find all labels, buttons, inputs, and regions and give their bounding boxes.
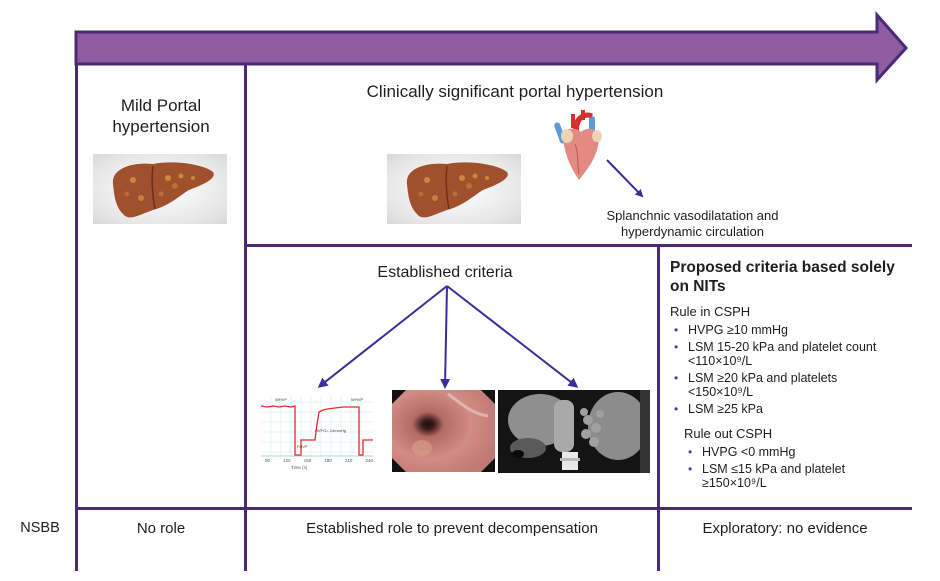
rule-in-list: HVPG ≥10 mmHg LSM 15-20 kPa and platelet…	[670, 323, 910, 416]
rule-in-item: LSM ≥20 kPa and platelets <150×10⁹/L	[670, 371, 898, 399]
cs-liver-image	[387, 154, 521, 224]
arrow-to-ct	[446, 285, 579, 388]
mild-title-line1: Mild Portal	[120, 96, 202, 115]
proposed-title: Proposed criteria based solely on NITs	[670, 258, 910, 296]
nsbb-established-cell: Established role to prevent decompensati…	[306, 520, 598, 537]
grid-line-nsbb-top	[75, 507, 912, 510]
tracing-label-wedged: WHVP	[275, 397, 287, 402]
tracing-tick: 180	[324, 458, 332, 463]
cs-caption-line2: hyperdynamic circulation	[620, 224, 765, 239]
progression-arrow-icon	[74, 11, 909, 84]
mild-title: Mild Portal hypertension	[78, 95, 244, 137]
tracing-label-free: FHVP	[297, 444, 308, 449]
ct-scan-image	[498, 390, 650, 473]
rule-out-item: HVPG <0 mmHg	[684, 445, 910, 459]
tracing-x-ticks: 90 120 150 180 210 240	[265, 458, 373, 463]
nsbb-row-label: NSBB	[20, 520, 60, 536]
hvpg-pressure-tracing: WHVP WHVP FHVP HVPG= 24mmHg 90 120 150 1…	[257, 392, 375, 474]
nsbb-mild-cell: No role	[136, 520, 186, 537]
grid-line-left	[75, 64, 78, 571]
rule-in-item: LSM ≥25 kPa	[670, 402, 910, 416]
proposed-title-line1: Proposed criteria based solely	[670, 259, 895, 276]
pressure-trace	[260, 405, 373, 456]
tracing-tick: 150	[303, 458, 312, 463]
mild-liver-image	[93, 154, 227, 224]
rule-out-label: Rule out CSPH	[684, 426, 773, 441]
arrow-to-tracing	[317, 285, 448, 388]
grid-line-proposed-divider	[657, 244, 660, 571]
cs-caption-line1: Splanchnic vasodilatation and	[606, 208, 779, 223]
arrow-to-endoscopy	[440, 285, 451, 389]
rule-out-list: HVPG <0 mmHg LSM ≤15 kPa and platelet ≥1…	[684, 445, 910, 490]
tracing-tick: 120	[283, 458, 291, 463]
heart-image	[553, 108, 609, 184]
nsbb-proposed-cell: Exploratory: no evidence	[702, 520, 868, 537]
rule-out-item: LSM ≤15 kPa and platelet ≥150×10⁹/L	[684, 462, 892, 490]
grid-line-cs-bottom	[244, 244, 912, 247]
tracing-x-label: Time (s)	[291, 465, 308, 470]
rule-out-section: Rule out CSPH HVPG <0 mmHg LSM ≤15 kPa a…	[684, 426, 910, 490]
rule-in-label: Rule in CSPH	[670, 304, 751, 319]
tracing-tick: 90	[265, 458, 271, 463]
tracing-tick: 210	[344, 458, 353, 463]
proposed-title-line2: on NITs	[670, 278, 726, 295]
rule-in-item: HVPG ≥10 mmHg	[670, 323, 910, 337]
tracing-label-wedged-2: WHVP	[351, 397, 363, 402]
mild-title-line2: hypertension	[112, 117, 210, 136]
tracing-tick: 240	[365, 458, 373, 463]
grid-line-mild-divider	[244, 64, 247, 571]
rule-in-item: LSM 15-20 kPa and platelet count <110×10…	[670, 340, 878, 368]
cs-caption: Splanchnic vasodilatation and hyperdynam…	[570, 208, 815, 240]
proposed-criteria-panel: Proposed criteria based solely on NITs R…	[670, 258, 910, 493]
endoscopy-varices-image	[392, 390, 495, 472]
cs-title: Clinically significant portal hypertensi…	[366, 82, 664, 101]
tracing-label-gradient: HVPG= 24mmHg	[315, 428, 347, 433]
established-title: Established criteria	[377, 264, 513, 281]
